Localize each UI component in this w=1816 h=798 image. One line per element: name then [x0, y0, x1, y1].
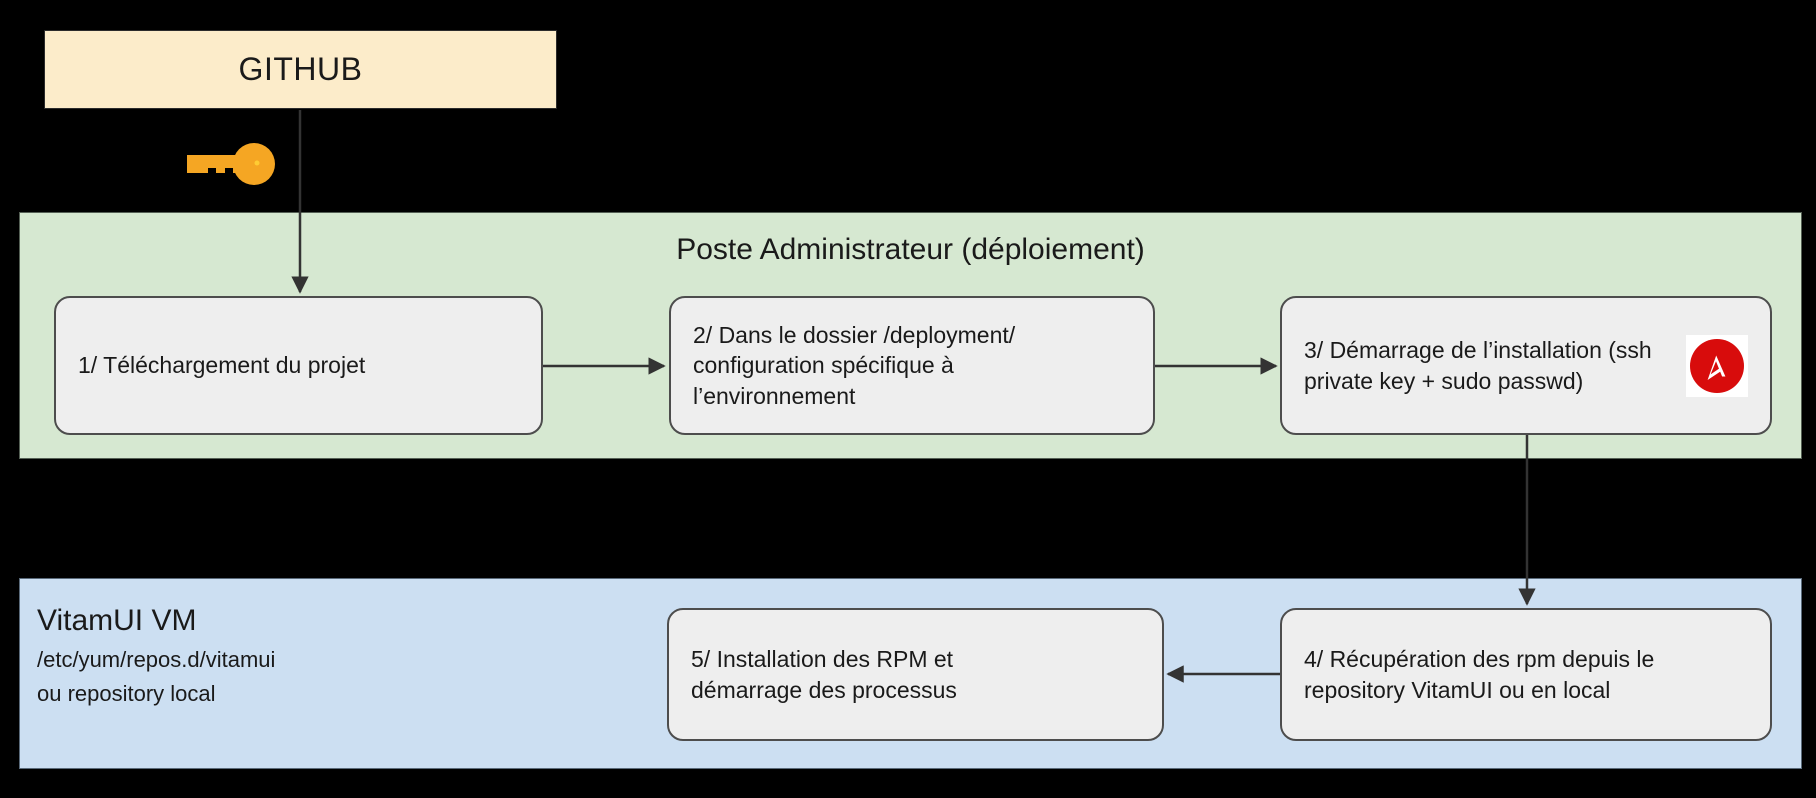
step-2-box[interactable]: 2/ Dans le dossier /deployment/ configur…: [669, 296, 1155, 435]
key-icon: [185, 143, 285, 185]
step-1-box[interactable]: 1/ Téléchargement du projet: [54, 296, 543, 435]
step-3-label: 3/ Démarrage de l’installation (ssh priv…: [1304, 337, 1652, 394]
step-3-box[interactable]: 3/ Démarrage de l’installation (ssh priv…: [1280, 296, 1772, 435]
step-5-box[interactable]: 5/ Installation des RPM et démarrage des…: [667, 608, 1164, 741]
ansible-logo-icon: [1686, 334, 1748, 397]
admin-zone-title: Poste Administrateur (déploiement): [676, 233, 1145, 266]
vitamui-vm-title: VitamUI VM: [37, 604, 197, 637]
vitamui-vm-repo-path: /etc/yum/repos.d/vitamui: [37, 647, 276, 672]
step-1-label: 1/ Téléchargement du projet: [78, 352, 366, 379]
step-4-box[interactable]: 4/ Récupération des rpm depuis le reposi…: [1280, 608, 1772, 741]
vitamui-vm-repo-alt: ou repository local: [37, 681, 216, 706]
github-label: GITHUB: [238, 51, 363, 87]
github-source-box: GITHUB: [44, 30, 557, 109]
step-5-label: 5/ Installation des RPM et démarrage des…: [691, 646, 957, 703]
step-2-label: 2/ Dans le dossier /deployment/ configur…: [693, 321, 1016, 409]
step-4-label: 4/ Récupération des rpm depuis le reposi…: [1304, 646, 1655, 703]
